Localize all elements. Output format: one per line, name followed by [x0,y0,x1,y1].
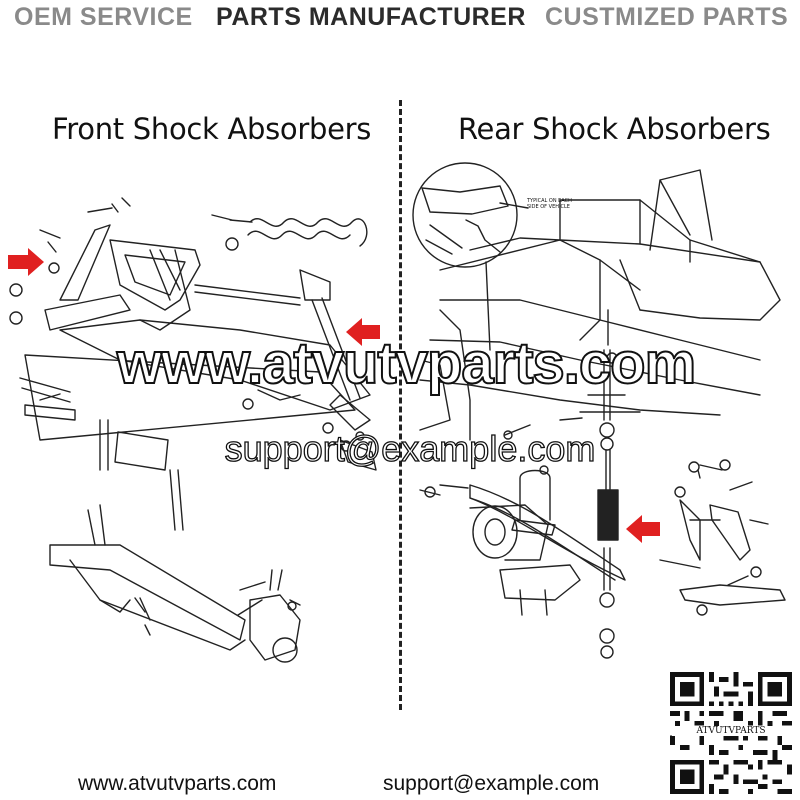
header-tagline: OEM SERVICE PARTS MANUFACTURER CUSTMIZED… [0,0,800,34]
panel-divider [399,100,402,710]
footer-website[interactable]: www.atvutvparts.com [78,772,277,795]
tag-oem-service: OEM SERVICE [14,3,193,31]
rear-suspension-drawing [412,162,786,659]
tag-customized-parts: CUSTMIZED PARTS [545,3,789,31]
front-suspension-drawing [9,197,377,663]
tag-parts-manufacturer: PARTS MANUFACTURER [216,3,526,31]
rear-shock-title: Rear Shock Absorbers [458,112,771,146]
front-right-arrow [346,318,380,346]
front-shock-title: Front Shock Absorbers [52,112,372,146]
watermark-email: support@example.com [224,427,596,469]
watermark-site: www.atvutvparts.com [116,330,697,397]
rear-arrow [626,515,660,543]
shock-absorber-diagram [8,162,786,663]
rear-callout-label: TYPICAL ON EACH SIDE OF VEHICLE [527,198,572,210]
highlight-arrows [8,248,660,543]
qr-brand-label: ATVUTVPARTS [672,726,790,736]
footer-email[interactable]: support@example.com [383,772,600,795]
front-left-arrow [8,248,44,276]
